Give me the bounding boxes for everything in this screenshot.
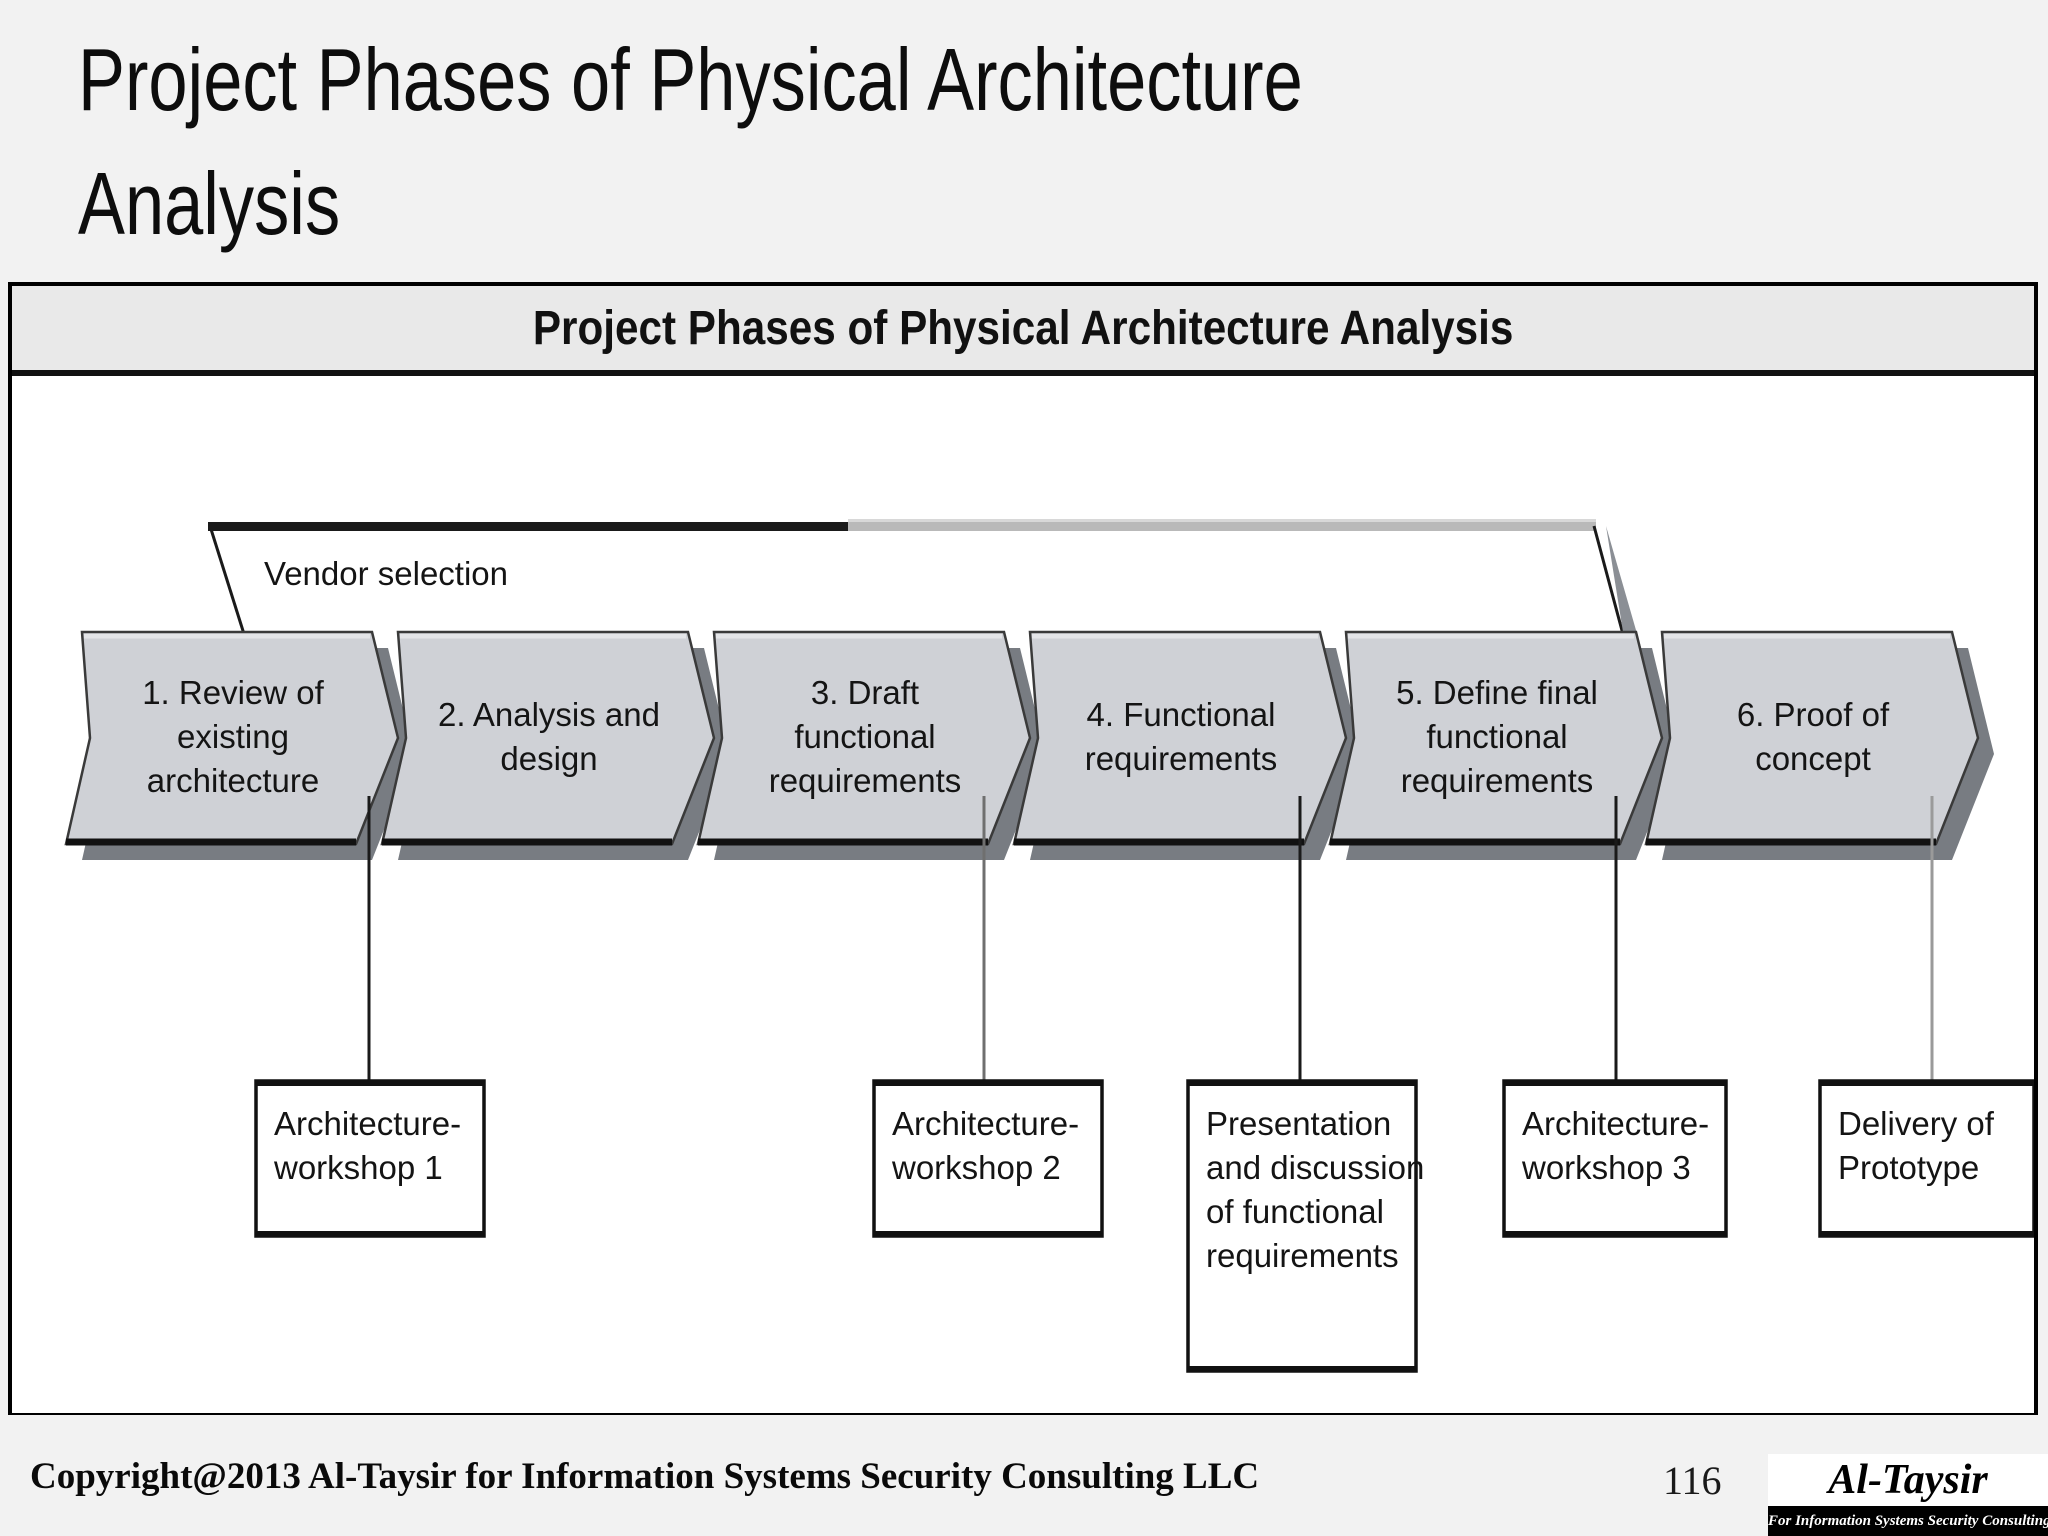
bracket-bar-light-hilite xyxy=(848,519,1596,522)
phase-label-line: functional xyxy=(794,718,935,755)
phase-label-line: requirements xyxy=(769,762,962,799)
deliverable-label-line: Presentation xyxy=(1206,1105,1391,1142)
phase-label-line: 6. Proof of xyxy=(1737,696,1890,733)
phase-label-line: design xyxy=(500,740,597,777)
deliverable-label-line: workshop 2 xyxy=(891,1149,1061,1186)
bracket-right-leg-shadow xyxy=(1606,526,1642,651)
diagram-header: Project Phases of Physical Architecture … xyxy=(12,286,2034,376)
process-phase-1[interactable]: 1. Review of existing architecture xyxy=(64,630,400,846)
slide-title-area: Project Phases of Physical Architecture … xyxy=(0,0,2048,282)
phase-label-line: 4. Functional xyxy=(1087,696,1276,733)
process-phase-5[interactable]: 5. Define final functional requirements xyxy=(1328,630,1664,846)
page-title: Project Phases of Physical Architecture … xyxy=(78,30,1319,253)
page-number: 116 xyxy=(1663,1458,1722,1503)
bracket-bar-dark xyxy=(208,522,848,531)
chevron-shape xyxy=(1012,630,1348,846)
logo-name: Al-Taysir xyxy=(1828,1457,1988,1503)
deliverable-box-3[interactable]: Presentation and discussion of functional r… xyxy=(1186,1079,1424,1373)
chevron-shape xyxy=(1644,630,1980,846)
connector-layer xyxy=(367,796,1934,1081)
phase-label-line: functional xyxy=(1426,718,1567,755)
process-phase-6[interactable]: 6. Proof of concept xyxy=(1644,630,1980,846)
deliverable-label-line: of functional xyxy=(1206,1193,1384,1230)
phase-label-line: existing xyxy=(177,718,289,755)
chevron-shape xyxy=(380,630,716,846)
bracket-left-leg xyxy=(208,525,246,635)
phase-label-line: 5. Define final xyxy=(1396,674,1598,711)
deliverable-box-rect xyxy=(1818,1079,2034,1238)
bracket-right-leg xyxy=(1592,525,1626,639)
phase-label-line: 3. Draft xyxy=(811,674,919,711)
phase-label-line: concept xyxy=(1755,740,1871,777)
deliverable-label-line: workshop 1 xyxy=(273,1149,443,1186)
process-phase-2[interactable]: 2. Analysis and design xyxy=(380,630,716,846)
deliverable-box-5[interactable]: Delivery of Prototype xyxy=(1818,1079,2034,1238)
chevron-layer: 1. Review of existing architecture 2. Analy… xyxy=(64,630,1980,846)
deliverable-label-line: and discussion xyxy=(1206,1149,1424,1186)
deliverable-label-line: Delivery of xyxy=(1838,1105,1995,1142)
deliverable-layer: Architecture-workshop 1Architecture-work… xyxy=(254,1079,2034,1373)
phase-label-line: architecture xyxy=(147,762,319,799)
deliverable-box-rect xyxy=(872,1079,1104,1238)
phase-label-line: 2. Analysis and xyxy=(438,696,660,733)
deliverable-box-rect xyxy=(254,1079,486,1238)
deliverable-label-line: Architecture- xyxy=(1522,1105,1709,1142)
phase-label-line: requirements xyxy=(1401,762,1594,799)
footer-copyright: Copyright@2013 Al-Taysir for Information… xyxy=(30,1456,1260,1497)
logo-tagline: For Information Systems Security Consult… xyxy=(1768,1506,2048,1536)
diagram-header-title: Project Phases of Physical Architecture … xyxy=(532,301,1514,355)
deliverable-box-1[interactable]: Architecture-workshop 1 xyxy=(254,1079,486,1238)
diagram-canvas: Vendor selection 1. Review of existing arc… xyxy=(12,376,2034,1413)
deliverable-label-line: Prototype xyxy=(1838,1149,1979,1186)
process-phase-4[interactable]: 4. Functional requirements xyxy=(1012,630,1348,846)
deliverable-label-line: Architecture- xyxy=(274,1105,461,1142)
company-logo: Al-Taysir For Information Systems Securi… xyxy=(1768,1454,2048,1536)
deliverable-box-rect xyxy=(1502,1079,1728,1238)
slide-footer: Copyright@2013 Al-Taysir for Information… xyxy=(0,1415,2048,1536)
vendor-selection-bracket: Vendor selection xyxy=(208,519,1642,651)
process-phase-3[interactable]: 3. Draft functional requirements xyxy=(696,630,1032,846)
deliverable-box-2[interactable]: Architecture-workshop 2 xyxy=(872,1079,1104,1238)
phase-label-line: requirements xyxy=(1085,740,1278,777)
deliverable-label-line: requirements xyxy=(1206,1237,1399,1274)
deliverable-box-4[interactable]: Architecture-workshop 3 xyxy=(1502,1079,1728,1238)
deliverable-label-line: workshop 3 xyxy=(1521,1149,1691,1186)
diagram-frame: Project Phases of Physical Architecture … xyxy=(8,282,2038,1415)
process-flow-svg: Vendor selection 1. Review of existing arc… xyxy=(64,519,2034,1373)
deliverable-label-line: Architecture- xyxy=(892,1105,1079,1142)
phase-label-line: 1. Review of xyxy=(142,674,324,711)
bracket-label: Vendor selection xyxy=(264,555,508,592)
bracket-bar-light xyxy=(848,522,1596,531)
